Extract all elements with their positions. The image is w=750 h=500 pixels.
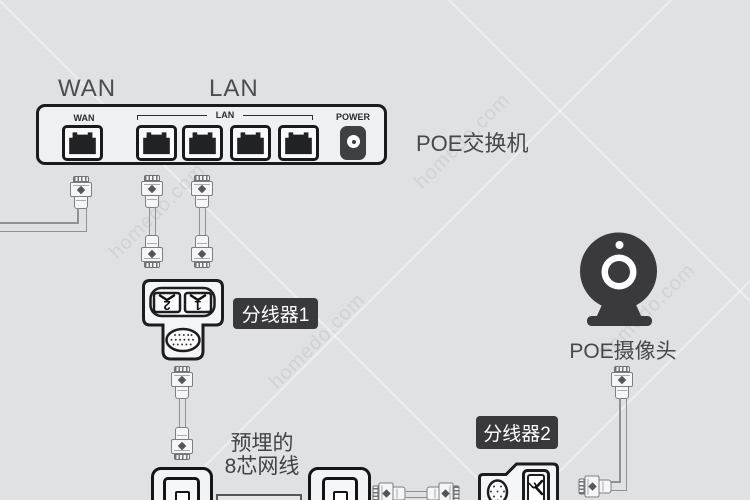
lan-heading: LAN <box>209 75 259 102</box>
plug-tail <box>74 197 88 209</box>
cable-line <box>625 398 627 490</box>
cable-segment <box>406 490 436 498</box>
cable-line <box>606 489 627 491</box>
wan-port-label: WAN <box>73 113 95 123</box>
power-label: POWER <box>335 112 370 122</box>
splitter1-port2-digit: 2 <box>163 298 171 313</box>
cable-line <box>77 208 79 223</box>
cable-line <box>0 222 79 224</box>
rj45-plug-icon <box>171 366 193 399</box>
wall-outlet-port <box>175 491 190 500</box>
cable-note: 预埋的 8芯网线 <box>198 432 326 478</box>
lan-port-icon-2 <box>182 125 223 161</box>
lan-port-icon-4 <box>278 125 319 161</box>
switch-title: POE交换机 <box>416 131 529 156</box>
rj45-plug-icon <box>141 175 163 208</box>
cable-segment <box>198 207 206 236</box>
splitter1-body-icon <box>142 279 224 361</box>
poe-switch: WAN LAN POWER <box>36 104 387 165</box>
wall-outlet-inner <box>322 477 358 500</box>
wall-outlet-port <box>333 491 348 500</box>
splitter2-body-icon <box>478 462 559 500</box>
plug-head <box>70 182 92 197</box>
rj45-plug-icon <box>141 235 163 268</box>
cable-line <box>0 230 87 232</box>
splitter2-device: 2 <box>478 462 562 500</box>
splitter2-port-digit: 2 <box>524 481 540 490</box>
wan-heading: WAN <box>58 75 117 102</box>
cable-note-line2: 8芯网线 <box>224 455 300 478</box>
splitter1-device: 2 1 <box>142 279 224 361</box>
camera-label: POE摄像头 <box>569 340 677 363</box>
rj45-plug-icon <box>578 475 612 498</box>
rj45-plug-icon <box>191 175 213 208</box>
cable-line <box>619 398 621 481</box>
rj45-plug-icon <box>70 176 92 209</box>
lan-group-label: LAN <box>207 110 243 120</box>
cable-duct <box>216 494 302 500</box>
lan-port-icon-1 <box>136 125 177 161</box>
rj45-plug-icon <box>426 482 460 500</box>
wall-outlet-inner <box>163 477 200 500</box>
power-jack-icon <box>340 126 366 160</box>
splitter2-badge: 分线器2 <box>476 416 558 449</box>
rj45-plug-icon <box>191 235 213 268</box>
cable-note-line1: 预埋的 <box>230 432 294 455</box>
rj45-plug-icon <box>171 427 193 460</box>
cable-line <box>85 208 87 232</box>
splitter1-port1-digit: 1 <box>194 298 202 313</box>
cable-line <box>606 481 621 483</box>
splitter1-badge: 分线器1 <box>233 298 318 329</box>
poe-camera-icon <box>575 228 665 328</box>
lan-port-icon-3 <box>230 125 271 161</box>
cable-segment <box>148 207 156 236</box>
speaker-dots <box>170 334 194 346</box>
wan-port-icon <box>62 125 103 161</box>
rj45-plug-icon <box>611 366 633 399</box>
cable-segment <box>178 398 186 428</box>
rj45-plug-icon <box>372 482 406 500</box>
